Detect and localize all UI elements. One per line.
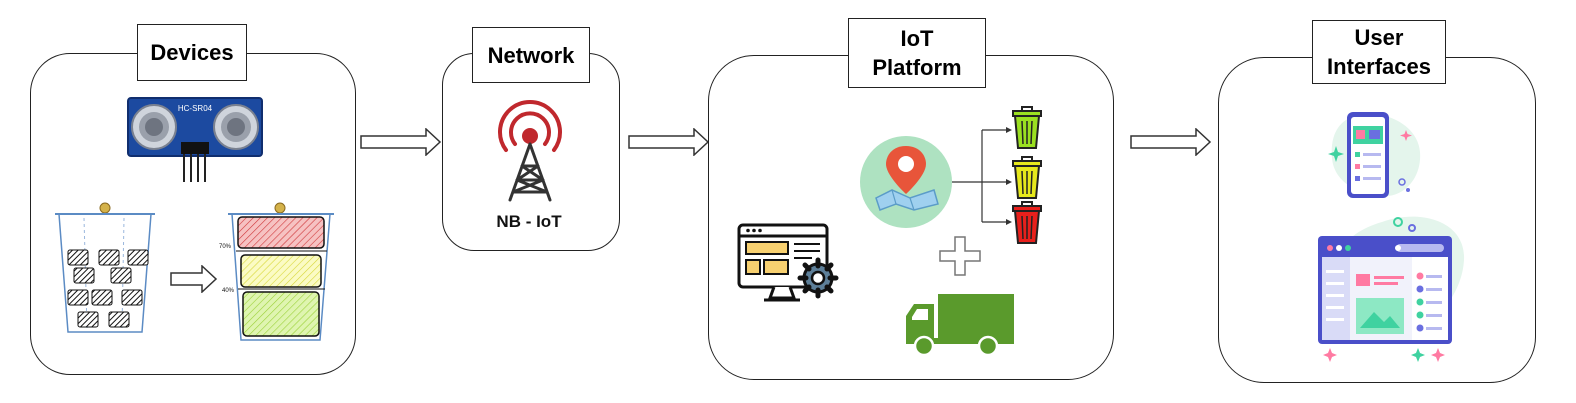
mobile-app-icon <box>1328 112 1421 198</box>
fill-level-bin-icon: 70% 40% <box>219 202 334 341</box>
fill-level-arrow-icon <box>170 265 218 293</box>
map-location-icon <box>860 136 952 228</box>
web-dashboard-icon <box>737 223 839 302</box>
network-title-text: Network <box>487 42 575 68</box>
plus-icon <box>939 236 981 276</box>
ui-title: User Interfaces <box>1312 20 1446 84</box>
ui-title-text: User Interfaces <box>1327 25 1431 79</box>
fill-level-lower-label: 40% <box>222 288 235 294</box>
network-technology-label: NB - IoT <box>496 212 562 231</box>
web-ui-icon <box>1318 216 1465 362</box>
bin-with-waste-icon <box>55 202 155 333</box>
trash-bin-green-icon <box>1012 106 1042 149</box>
flow-arrow-platform-ui <box>1130 128 1212 156</box>
trash-bin-red-icon <box>1012 201 1042 244</box>
fill-level-upper-label: 70% <box>219 244 232 250</box>
platform-title: IoT Platform <box>848 18 986 88</box>
ultrasonic-sensor-icon: HC-SR04 <box>127 97 263 182</box>
trash-bin-yellow-icon <box>1012 156 1042 199</box>
flow-arrow-devices-network <box>360 128 442 156</box>
devices-title-text: Devices <box>150 40 234 65</box>
flow-arrow-network-platform <box>628 128 710 156</box>
garbage-truck-icon <box>906 294 1014 356</box>
platform-title-text: IoT Platform <box>872 26 962 80</box>
bin-route-connectors <box>952 127 1012 225</box>
sensor-label: HC-SR04 <box>178 104 213 113</box>
network-title: Network <box>472 27 590 83</box>
devices-title: Devices <box>137 24 247 81</box>
cell-tower-icon <box>498 100 562 202</box>
network-panel <box>442 53 620 251</box>
